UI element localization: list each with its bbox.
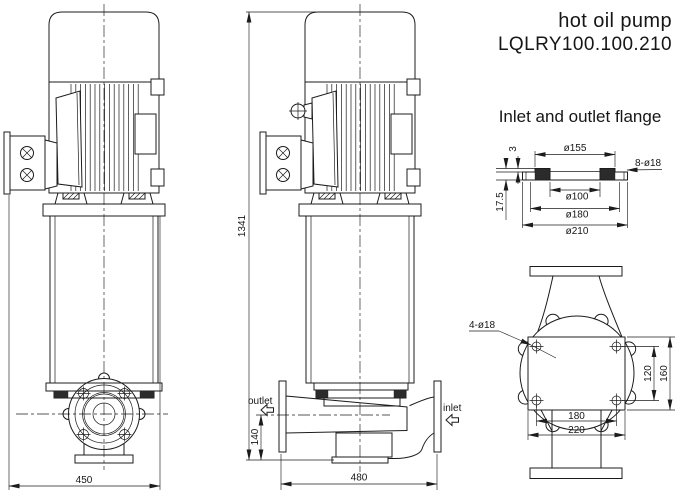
title-block: hot oil pump LQLRY100.100.210 Inlet and …: [498, 10, 672, 126]
inlet-label: inlet: [443, 403, 462, 414]
dim-450: 450: [8, 195, 161, 490]
dim-3: 3: [496, 146, 535, 184]
flange-outline: [522, 168, 628, 181]
dim-bolt-circle-label: ø180: [566, 210, 589, 221]
casing-cover: [323, 397, 401, 407]
dim-180-casing: 180: [536, 406, 617, 426]
dim-bolt-h-label: 180: [568, 411, 585, 422]
dim-plate-w-label: 220: [568, 425, 585, 436]
dim-480: 480: [280, 454, 438, 490]
casing-top-view: 4-ø18 120 160 180: [469, 266, 675, 479]
dim-height-label: 1341: [237, 214, 248, 237]
motor-assembly: [3, 11, 166, 384]
dim-bolt-v-label: 120: [643, 365, 654, 382]
dim-160: 160: [627, 336, 675, 411]
dim-outer-label: ø210: [566, 226, 589, 237]
outlet-cone: [285, 395, 408, 434]
dim-bolt-holes-label: 8-ø18: [635, 158, 662, 169]
side-view: 1341 140 480 outlet inlet: [237, 4, 462, 490]
inlet-pipe: [387, 396, 435, 459]
lantern-flange: [313, 382, 409, 391]
dim-raised-face-label: ø155: [564, 143, 587, 154]
dim-100: ø100: [549, 182, 601, 203]
dim-bolt-callout-label: 4-ø18: [469, 320, 496, 331]
volute-flange-bolt-hole: [76, 386, 132, 442]
dim-120: 120: [622, 346, 659, 401]
dim-220: 220: [527, 411, 626, 440]
gasket-hatch: [315, 389, 329, 399]
top-pipe-wall: [598, 275, 623, 338]
dim-210: ø210: [522, 182, 628, 237]
gasket-hatch: [139, 390, 155, 399]
callout-4-18: 4-ø18: [469, 320, 557, 359]
outlet-label: outlet: [248, 396, 273, 407]
flange-section-hatch: [534, 168, 551, 181]
dim-140: 140: [250, 414, 264, 461]
model-number: LQLRY100.100.210: [498, 34, 672, 55]
inlet-flange: [433, 380, 442, 453]
gasket-hatch: [393, 389, 407, 399]
dim-plate-h-label: 160: [659, 365, 670, 382]
dim-depth-label: 450: [76, 475, 93, 486]
dim-180-flange: ø180: [530, 182, 620, 221]
bottom-pipe-flange: [529, 467, 623, 479]
dim-face-height-label: 3: [508, 146, 519, 152]
gasket-hatch: [53, 390, 69, 399]
dim-outlet-height-label: 140: [250, 428, 261, 445]
callout-8-18: 8-ø18: [626, 158, 663, 173]
dim-1341: 1341: [237, 11, 316, 461]
outlet-flange: [278, 380, 287, 453]
dim-17-5: 17.5: [495, 158, 523, 220]
dim-thickness-label: 17.5: [495, 192, 506, 212]
gasket-band: [315, 389, 407, 399]
top-pipe-flange: [529, 266, 623, 277]
top-pipe-wall: [537, 275, 554, 332]
flange-section-view: ø155 8-ø18 ø100 ø180 ø210: [495, 143, 663, 237]
flange-section-hatch: [599, 168, 616, 181]
motor-assembly: [259, 11, 422, 384]
plate-bolt-hole: [529, 339, 624, 408]
inlet-flow-arrow: [445, 413, 459, 427]
dim-length-label: 480: [351, 473, 368, 484]
product-title: hot oil pump: [558, 10, 672, 32]
dim-155: ø155: [534, 143, 616, 167]
mounting-plate: [527, 336, 626, 411]
dim-bore-label: ø100: [566, 192, 589, 203]
pedestal: [335, 432, 393, 458]
eyebolt: [289, 102, 313, 120]
flange-heading: Inlet and outlet flange: [499, 107, 662, 126]
front-view: 450: [3, 4, 168, 490]
